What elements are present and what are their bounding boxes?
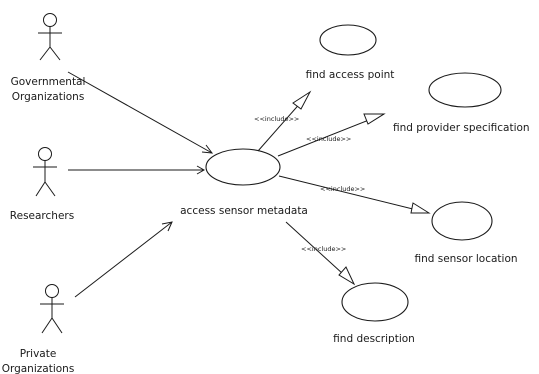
use-case-ellipse (428, 72, 502, 108)
use-case-find-description: find description (333, 282, 415, 345)
include-relation-sensor-location: <<include>> (278, 175, 431, 214)
include-arrow (277, 113, 386, 157)
use-case-ellipse (431, 201, 493, 241)
use-case-label: find description (333, 333, 415, 345)
use-case-label: find provider specification (393, 122, 530, 134)
use-case-find-access-point: find access point (306, 24, 395, 81)
include-stereotype-label: <<include>> (320, 185, 365, 193)
actor-researchers: Researchers (10, 147, 74, 222)
actor-governmental-organizations: Governmental Organizations (11, 13, 86, 103)
use-case-ellipse (341, 282, 409, 322)
actor-name-line1: Private (20, 348, 57, 360)
use-case-find-sensor-location: find sensor location (414, 201, 518, 265)
actor-name-line2: Organizations (2, 363, 75, 374)
stick-figure-icon (38, 13, 62, 61)
association-private-to-access (74, 221, 173, 298)
use-case-label: find access point (306, 69, 395, 81)
include-arrow (257, 90, 312, 152)
use-case-find-provider-specification: find provider specification (393, 72, 530, 134)
stick-figure-icon (33, 147, 57, 197)
association-governmental-to-access (67, 71, 214, 154)
include-relation-provider-specification: <<include>> (277, 113, 386, 157)
include-relation-description: <<include>> (285, 221, 356, 286)
actor-name: Researchers (10, 210, 74, 222)
include-stereotype-label: <<include>> (306, 135, 351, 143)
include-stereotype-label: <<include>> (301, 245, 346, 253)
include-arrow (278, 175, 431, 214)
use-case-ellipse (319, 24, 377, 56)
stick-figure-icon (40, 284, 64, 334)
actor-name-line1: Governmental (11, 76, 86, 88)
actor-name-line2: Organizations (12, 91, 85, 103)
use-case-label: find sensor location (414, 253, 517, 265)
actor-private-organizations: Private Organizations (2, 284, 75, 374)
use-case-ellipse (205, 148, 281, 186)
association-researchers-to-access (68, 165, 206, 175)
include-arrow (285, 221, 356, 286)
include-stereotype-label: <<include>> (254, 115, 299, 123)
use-case-label: access sensor metadata (180, 205, 308, 217)
use-case-access-sensor-metadata: access sensor metadata (180, 148, 308, 217)
include-relation-access-point: <<include>> (254, 90, 312, 152)
